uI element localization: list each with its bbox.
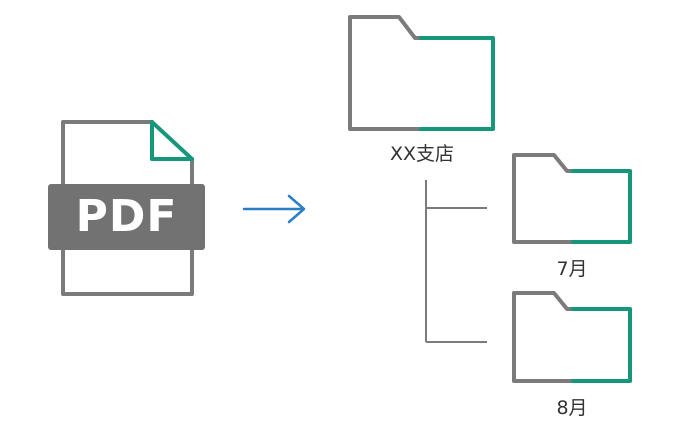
folder-icon-root (348, 15, 495, 131)
pdf-badge-text: PDF (75, 191, 178, 242)
tree-connector (425, 180, 487, 343)
folder-label-august: 8月 (556, 397, 588, 419)
folder-label-july: 7月 (556, 258, 588, 280)
folder-icon-august (512, 291, 632, 383)
pdf-badge (48, 184, 205, 250)
pdf-file-outline (61, 120, 194, 296)
folder-label-root: XX支店 (389, 143, 455, 165)
arrow-right-icon (242, 194, 306, 224)
pdf-file-icon (48, 120, 205, 296)
pdf-file-corner-fold (150, 120, 194, 161)
folder-icon-july (512, 153, 632, 244)
